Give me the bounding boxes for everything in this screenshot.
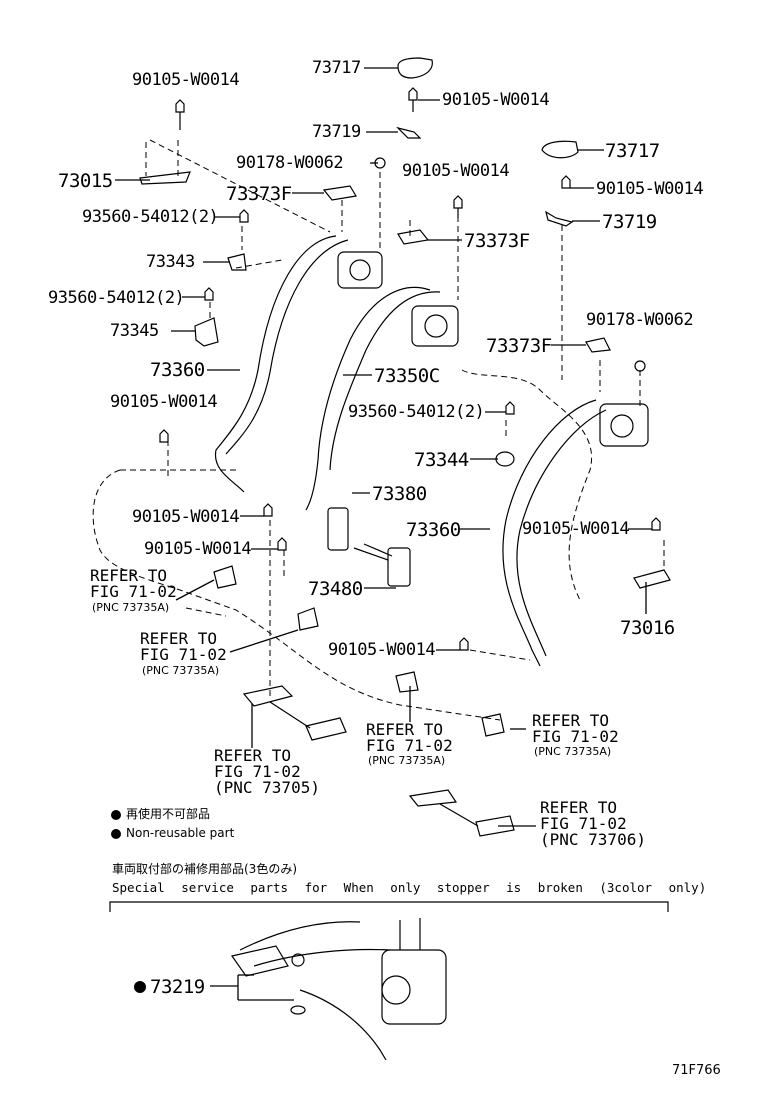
refer-to-1-pnc: (PNC 73735A) (92, 601, 170, 614)
refer-to-4-pnc: (PNC 73735A) (534, 745, 612, 758)
label-73360-a: 73360 (150, 359, 205, 381)
label-73373f-b: 73373F (464, 230, 530, 252)
label-73345: 73345 (110, 321, 159, 341)
label-90105-b: 90105-W0014 (442, 90, 550, 110)
label-73219: 73219 (150, 976, 205, 998)
label-73360-b: 73360 (406, 519, 461, 541)
refer-to-2-pnc: (PNC 73735A) (142, 664, 220, 677)
label-73015: 73015 (58, 170, 113, 192)
label-73380: 73380 (372, 483, 427, 505)
refer-to-3: REFER TO FIG 71-02 (366, 720, 453, 755)
label-93560-a: 93560-54012(2) (82, 207, 219, 227)
part-drawings (109, 57, 671, 1061)
special-jp: 車両取付部の補修用部品(3色のみ) (112, 862, 297, 876)
label-73717-a: 73717 (312, 58, 361, 78)
legend-en: Non-reusable part (126, 826, 235, 840)
label-73350c: 73350C (374, 365, 440, 387)
label-90105-d: 90105-W0014 (596, 179, 704, 199)
label-73719-b: 73719 (602, 211, 657, 233)
label-73016: 73016 (620, 617, 675, 639)
label-73480: 73480 (308, 578, 363, 600)
special-en: Special service parts for When only stop… (112, 880, 707, 895)
label-90178-b: 90178-W0062 (586, 310, 694, 330)
label-90105-h: 90105-W0014 (144, 539, 252, 559)
refer-to-1: REFER TO FIG 71-02 (90, 566, 177, 601)
label-90105-a: 90105-W0014 (132, 70, 240, 90)
label-90105-i: 90105-W0014 (328, 640, 436, 660)
label-90105-e: 90105-W0014 (110, 392, 218, 412)
label-73719-a: 73719 (312, 122, 361, 142)
refer-to-2: REFER TO FIG 71-02 (140, 629, 227, 664)
label-90105-f: 90105-W0014 (132, 507, 240, 527)
label-73373f-a: 73373F (226, 183, 292, 205)
label-93560-b: 93560-54012(2) (48, 288, 185, 308)
label-90105-g: 90105-W0014 (522, 519, 630, 539)
refer-to-6: REFER TO FIG 71-02 (PNC 73706) (540, 798, 646, 849)
nonreusable-dot-legend (111, 810, 121, 820)
label-93560-c: 93560-54012(2) (348, 402, 485, 422)
label-73344: 73344 (414, 449, 469, 471)
label-73343: 73343 (146, 252, 195, 272)
figure-code: 71F766 (672, 1063, 721, 1078)
label-73373f-c: 73373F (486, 335, 552, 357)
label-90178-a: 90178-W0062 (236, 153, 344, 173)
label-90105-c: 90105-W0014 (402, 161, 510, 181)
nonreusable-dot-legend-2 (111, 829, 121, 839)
refer-to-3-pnc: (PNC 73735A) (368, 754, 446, 767)
nonreusable-dot-73219 (134, 981, 146, 993)
leader-lines (115, 67, 652, 1001)
refer-to-4: REFER TO FIG 71-02 (532, 711, 619, 746)
label-73717-b: 73717 (605, 140, 660, 162)
legend-jp: 再使用不可部品 (126, 807, 211, 821)
refer-to-5: REFER TO FIG 71-02 (PNC 73705) (214, 746, 320, 797)
vehicle-outline (92, 139, 665, 721)
